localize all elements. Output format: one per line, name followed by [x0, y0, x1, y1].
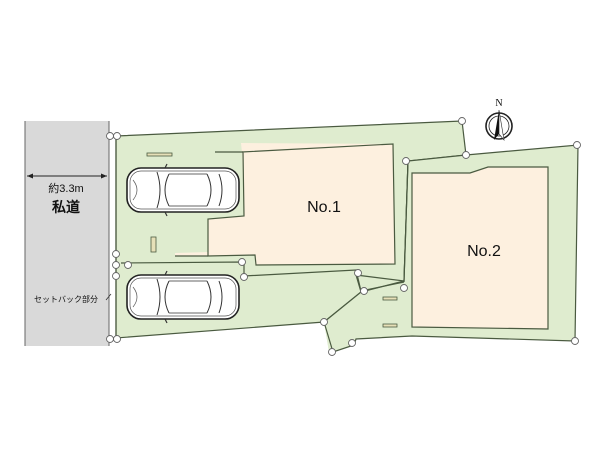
north-label: N	[495, 98, 502, 109]
setback-label: セットバック部分	[34, 294, 98, 304]
utility-markers	[146, 152, 398, 328]
car-icon	[126, 163, 240, 217]
road-width-label: 約3.3m	[48, 181, 83, 195]
road-name-label: 私道	[52, 199, 80, 216]
private-road	[24, 121, 110, 346]
road-width-dimension	[27, 173, 107, 179]
lot-label-no1: No.1	[307, 199, 341, 216]
lot-label-no2: No.2	[467, 243, 501, 260]
building-no2: No.2	[411, 166, 549, 330]
car-icon	[126, 270, 240, 324]
building-no1: No.1	[175, 143, 396, 266]
north-compass-icon: N	[485, 98, 513, 142]
boundary-markers	[106, 117, 581, 356]
setback-leader-line	[105, 293, 112, 301]
